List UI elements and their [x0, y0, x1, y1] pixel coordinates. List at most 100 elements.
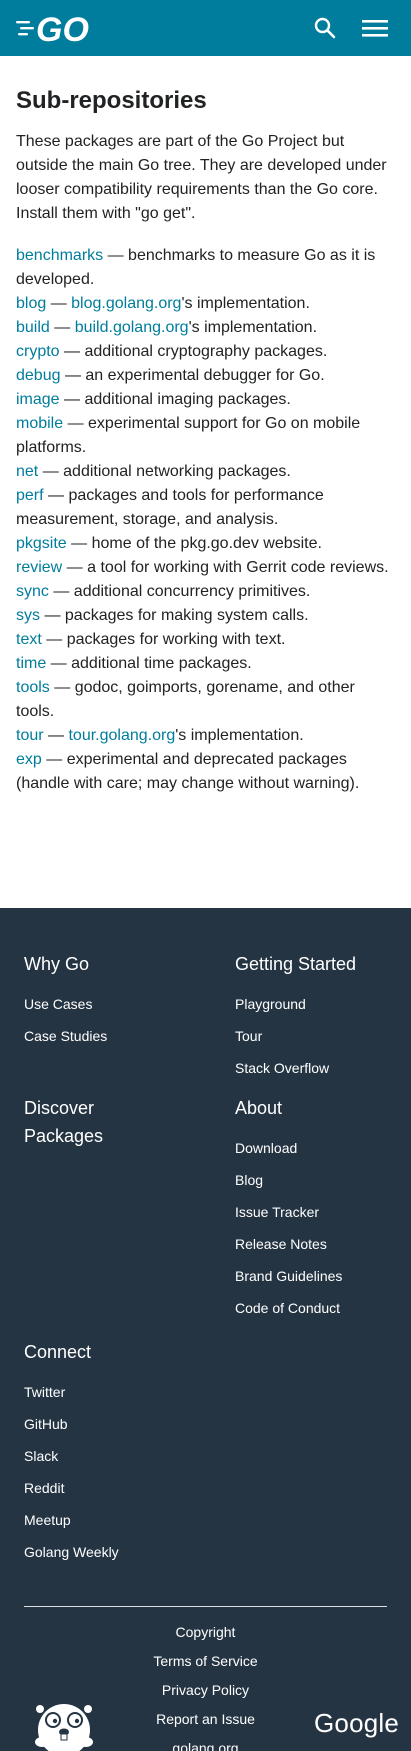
footer-link-brand-guidelines[interactable]: Brand Guidelines — [235, 1268, 343, 1284]
repo-link-time[interactable]: time — [16, 655, 47, 672]
repo-separator: — — [62, 559, 88, 576]
repo-site-link-tour[interactable]: tour.golang.org — [68, 727, 176, 744]
footer-link-golang-weekly[interactable]: Golang Weekly — [24, 1544, 119, 1560]
repo-link-sys[interactable]: sys — [16, 607, 40, 624]
repo-description: experimental support for Go on mobile pl… — [16, 415, 361, 456]
repo-link-review[interactable]: review — [16, 559, 63, 576]
repo-separator: — — [60, 367, 86, 384]
repo-description: additional time packages. — [71, 655, 252, 672]
repo-link-net[interactable]: net — [16, 463, 39, 480]
page-title: Sub-repositories — [16, 87, 207, 114]
footer-link-stack-overflow[interactable]: Stack Overflow — [235, 1060, 330, 1076]
footer-link-reddit[interactable]: Reddit — [24, 1480, 65, 1496]
google-logo[interactable]: Google — [314, 1708, 400, 1738]
footer-link-copyright[interactable]: Copyright — [175, 1624, 236, 1640]
repo-item-blog: blog — blog.golang.org's implementation. — [16, 292, 396, 316]
repo-description: benchmarks to measure Go as it is develo… — [16, 247, 376, 288]
go-logo[interactable]: GO — [16, 10, 100, 46]
footer-link-golang-org[interactable]: golang.org — [172, 1740, 239, 1751]
repo-description: packages for working with text. — [66, 631, 286, 648]
footer: Why Go Use Cases Case Studies Getting St… — [0, 908, 411, 1751]
repo-item-time: time — additional time packages. — [16, 652, 396, 676]
repo-item-pkgsite: pkgsite — home of the pkg.go.dev website… — [16, 532, 396, 556]
footer-link-github[interactable]: GitHub — [24, 1416, 68, 1432]
logo-text: GO — [36, 11, 89, 46]
top-navigation-bar: GO — [0, 0, 411, 56]
repo-description: packages for making system calls. — [64, 607, 309, 624]
repo-item-sys: sys — packages for making system calls. — [16, 604, 396, 628]
repo-link-exp[interactable]: exp — [16, 751, 42, 768]
repo-description: additional networking packages. — [63, 463, 291, 480]
repo-link-pkgsite[interactable]: pkgsite — [16, 535, 67, 552]
repo-separator: — — [43, 727, 69, 744]
repo-separator: — — [49, 319, 75, 336]
footer-link-release-notes[interactable]: Release Notes — [235, 1236, 327, 1252]
repo-link-image[interactable]: image — [16, 391, 60, 408]
repo-item-sync: sync — additional concurrency primitives… — [16, 580, 396, 604]
footer-link-issue-tracker[interactable]: Issue Tracker — [235, 1204, 320, 1220]
repo-description: additional concurrency primitives. — [73, 583, 311, 600]
footer-heading-getting-started[interactable]: Getting Started — [235, 954, 357, 974]
repo-item-benchmarks: benchmarks — benchmarks to measure Go as… — [16, 244, 396, 292]
repo-description: additional imaging packages. — [84, 391, 291, 408]
intro-paragraph: These packages are part of the Go Projec… — [16, 133, 387, 222]
repo-link-tools[interactable]: tools — [16, 679, 50, 696]
repo-link-debug[interactable]: debug — [16, 367, 61, 384]
gopher-mascot-icon — [35, 1704, 93, 1751]
repo-link-build[interactable]: build — [16, 319, 50, 336]
repo-separator: — — [46, 295, 72, 312]
footer-bottom-links: Copyright Terms of Service Privacy Polic… — [0, 1618, 411, 1751]
repo-description: 's implementation. — [188, 319, 318, 336]
repo-link-tour[interactable]: tour — [16, 727, 44, 744]
footer-link-privacy-policy[interactable]: Privacy Policy — [161, 1682, 250, 1698]
repo-separator: — — [41, 751, 67, 768]
repo-link-mobile[interactable]: mobile — [16, 415, 64, 432]
footer-heading-why-go[interactable]: Why Go — [24, 954, 90, 974]
footer-divider — [24, 1606, 387, 1607]
footer-link-report-issue[interactable]: Report an Issue — [156, 1711, 255, 1727]
repo-site-link-blog[interactable]: blog.golang.org — [71, 295, 182, 312]
footer-link-slack[interactable]: Slack — [24, 1448, 59, 1464]
footer-heading-about[interactable]: About — [235, 1098, 283, 1118]
repo-description: additional cryptography packages. — [84, 343, 328, 360]
repo-item-net: net — additional networking packages. — [16, 460, 396, 484]
repo-link-benchmarks[interactable]: benchmarks — [16, 247, 104, 264]
repo-item-debug: debug — an experimental debugger for Go. — [16, 364, 396, 388]
footer-link-code-of-conduct[interactable]: Code of Conduct — [235, 1300, 341, 1316]
footer-link-twitter[interactable]: Twitter — [24, 1384, 66, 1400]
footer-link-terms-of-service[interactable]: Terms of Service — [153, 1653, 258, 1669]
footer-heading-connect[interactable]: Connect — [24, 1342, 92, 1362]
footer-why-go: Why Go Use Cases Case Studies — [24, 950, 194, 1052]
repo-item-text: text — packages for working with text. — [16, 628, 396, 652]
footer-link-playground[interactable]: Playground — [235, 996, 306, 1012]
footer-connect: Connect Twitter GitHub Slack Reddit Meet… — [24, 1338, 194, 1568]
repo-link-blog[interactable]: blog — [16, 295, 47, 312]
footer-link-meetup[interactable]: Meetup — [24, 1512, 71, 1528]
repo-separator: — — [40, 607, 65, 624]
repo-link-perf[interactable]: perf — [16, 487, 44, 504]
repo-item-crypto: crypto — additional cryptography package… — [16, 340, 396, 364]
repo-item-tour: tour — tour.golang.org's implementation. — [16, 724, 396, 748]
repo-description: godoc, goimports, gorename, and other to… — [16, 679, 355, 720]
repo-link-sync[interactable]: sync — [16, 583, 49, 600]
repo-item-exp: exp — experimental and deprecated packag… — [16, 748, 396, 796]
repo-item-tools: tools — godoc, goimports, gorename, and … — [16, 676, 396, 724]
repo-separator: — — [46, 655, 72, 672]
footer-link-blog[interactable]: Blog — [235, 1172, 264, 1188]
footer-link-download[interactable]: Download — [235, 1140, 298, 1156]
main-content: Sub-repositories These packages are part… — [16, 84, 396, 796]
hamburger-menu-icon[interactable] — [362, 16, 388, 40]
search-icon[interactable] — [313, 16, 337, 40]
repo-description: home of the pkg.go.dev website. — [91, 535, 322, 552]
repo-site-link-build[interactable]: build.golang.org — [74, 319, 189, 336]
repo-link-text[interactable]: text — [16, 631, 42, 648]
repo-item-review: review — a tool for working with Gerrit … — [16, 556, 396, 580]
repo-description: a tool for working with Gerrit code revi… — [87, 559, 389, 576]
repo-link-crypto[interactable]: crypto — [16, 343, 60, 360]
footer-link-use-cases[interactable]: Use Cases — [24, 996, 93, 1012]
footer-heading-discover-packages[interactable]: Discover Packages — [24, 1098, 104, 1146]
footer-link-case-studies[interactable]: Case Studies — [24, 1028, 108, 1044]
footer-link-tour[interactable]: Tour — [235, 1028, 263, 1044]
repo-description: packages and tools for performance measu… — [16, 487, 324, 528]
repo-separator: — — [41, 631, 67, 648]
